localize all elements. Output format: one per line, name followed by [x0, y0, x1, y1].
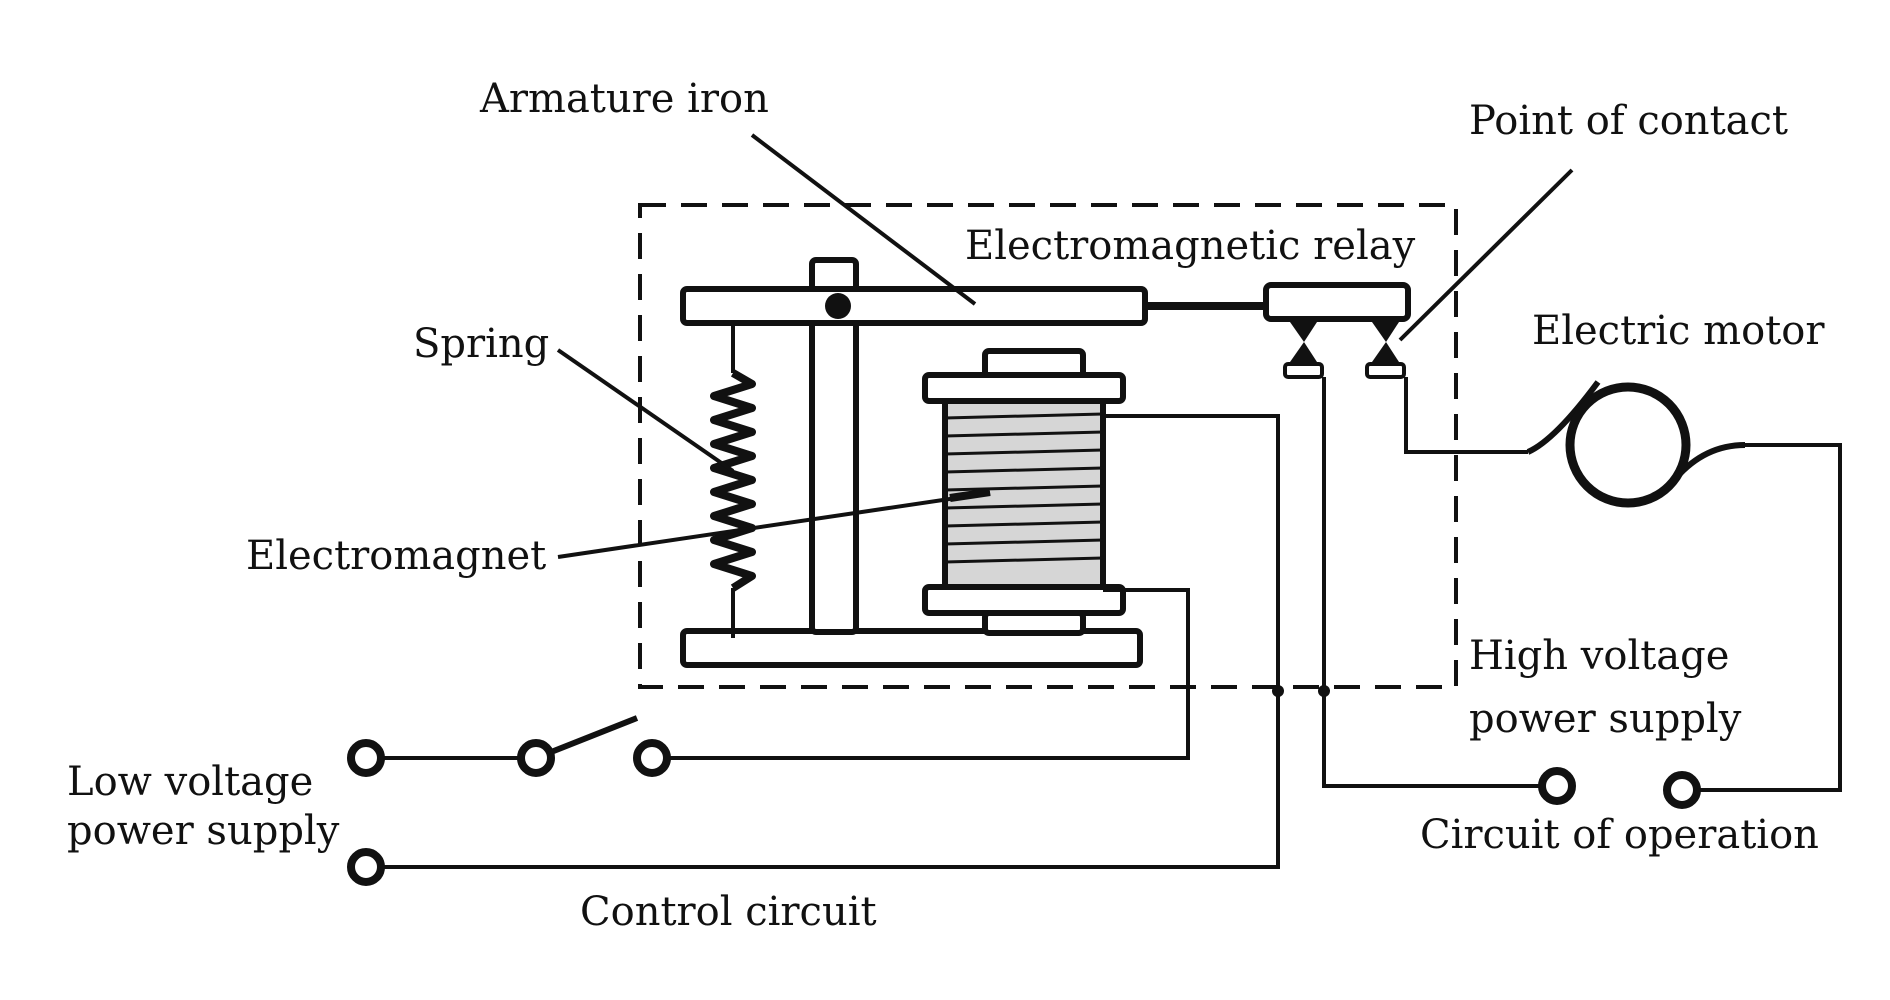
spring-coil	[710, 369, 756, 592]
motor-lead-left	[1526, 380, 1601, 455]
label-spring: Spring	[413, 321, 549, 367]
coil-windings	[944, 412, 1104, 564]
label-electric-motor: Electric motor	[1532, 308, 1825, 354]
pivot-point	[825, 293, 851, 319]
contact-bar	[1263, 282, 1411, 322]
control-wire-coil-top	[366, 414, 1280, 869]
electromagnet-flange-bottom	[922, 584, 1126, 616]
electric-motor-housing	[1565, 382, 1691, 508]
armature-iron-bar	[680, 286, 1148, 326]
contact-point-right	[1365, 322, 1406, 379]
label-high-voltage-line2: power supply	[1469, 696, 1742, 742]
junction-dot-control	[1272, 685, 1284, 697]
label-electromagnet: Electromagnet	[246, 533, 546, 579]
leader-spring	[556, 348, 735, 473]
control-wire-coil-bottom	[652, 588, 1190, 760]
switch-pivot-terminal	[517, 739, 555, 777]
operation-wire-right-contact	[1404, 377, 1528, 454]
contact-point-left	[1283, 322, 1324, 379]
base-plate	[680, 628, 1143, 668]
motor-lead-right	[1673, 442, 1746, 480]
electromagnet-core-bottom	[982, 610, 1086, 636]
operation-wire-left-contact	[1322, 377, 1557, 788]
label-electromagnetic-relay: Electromagnetic relay	[965, 223, 1416, 269]
label-low-voltage-line1: Low voltage	[67, 759, 313, 805]
label-control-circuit: Control circuit	[580, 889, 877, 935]
leader-electromagnet	[557, 491, 991, 559]
leader-armature-iron	[750, 133, 977, 306]
operation-terminal-right	[1663, 771, 1701, 809]
operation-terminal-left	[1538, 767, 1576, 805]
operation-wire-motor-return	[1682, 443, 1842, 792]
pivot-post	[809, 257, 859, 635]
leader-point-of-contact	[1398, 168, 1574, 342]
label-circuit-of-operation: Circuit of operation	[1420, 812, 1819, 858]
electromagnet-flange-top	[922, 372, 1126, 404]
label-armature-iron: Armature iron	[479, 76, 769, 122]
label-point-of-contact: Point of contact	[1469, 98, 1788, 144]
junction-dot-operation	[1318, 685, 1330, 697]
label-low-voltage-line2: power supply	[67, 808, 340, 854]
leader-electromagnet-inner	[949, 488, 991, 502]
low-voltage-terminal-bottom	[347, 848, 385, 886]
low-voltage-terminal-top	[347, 739, 385, 777]
label-high-voltage-line1: High voltage	[1469, 633, 1729, 679]
relay-housing-outline	[638, 203, 1458, 689]
switch-contact-terminal	[633, 739, 671, 777]
